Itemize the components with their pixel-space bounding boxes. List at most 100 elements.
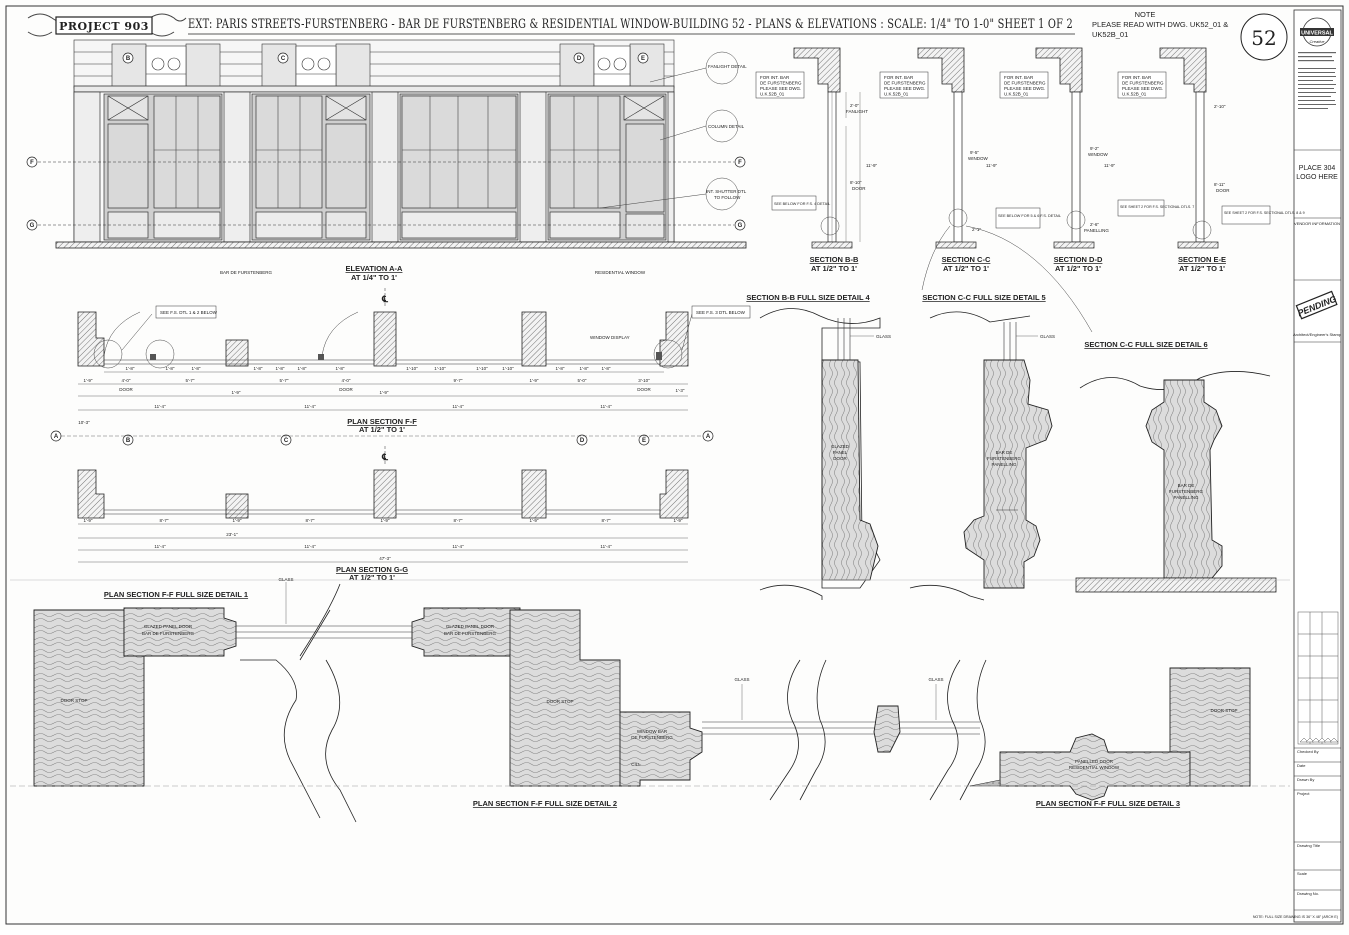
stamp-caption: Architect/Engineer's Stamp bbox=[1293, 332, 1342, 337]
sheet-title: EXT: PARIS STREETS-FURSTENBERG - BAR DE … bbox=[188, 17, 1073, 32]
marker-e: E bbox=[641, 56, 645, 62]
plan-ff-dim-top-7: 1'-8" bbox=[336, 366, 345, 371]
plan-gg-dim-top-7: 1'-9" bbox=[530, 518, 539, 523]
section-e-scale: AT 1/2" TO 1' bbox=[1179, 264, 1225, 273]
section-c-note-3: PLEASE SEE DWG. bbox=[884, 86, 925, 91]
plan-gg-dim-top-1: 1'-9" bbox=[84, 518, 93, 523]
plan-ff-scale: AT 1/2" TO 1' bbox=[359, 425, 405, 434]
plan-mark-a-right: A bbox=[706, 434, 711, 440]
section-d-below: SEE SHEET 2 FOR F.S. SECTIONAL DTLS. 7 bbox=[1120, 205, 1194, 209]
full-size-detail-4: SECTION B-B FULL SIZE DETAIL 4 GLASS GLA… bbox=[746, 293, 891, 600]
section-d-d: FOR INT. BAR DE FURSTENBERG PLEASE SEE D… bbox=[999, 47, 1194, 273]
section-e-dim-2: 8'-11" bbox=[1214, 182, 1226, 187]
plan-ff-dim-mid-7: 1'-9" bbox=[530, 378, 539, 383]
fs-detail-2-window-2: DE FURSTENBERG bbox=[631, 735, 673, 740]
plan-ff-dim-mid-10: 1'-3" bbox=[676, 388, 685, 393]
section-b-note-2: DE FURSTENBERG bbox=[760, 81, 802, 86]
elevation-a-a: B C D E F F G G FANLIGHT DETAIL COLUMN D… bbox=[26, 39, 747, 282]
plan-ff-dim-mid-1: 1'-9" bbox=[84, 378, 93, 383]
note-line-1: PLEASE READ WITH DWG. UK52_01 & bbox=[1092, 20, 1228, 29]
note-heading: NOTE bbox=[1135, 10, 1156, 19]
drawn-by-label: Drawn By bbox=[1297, 777, 1314, 782]
plan-ff-title: PLAN SECTION F-F bbox=[347, 417, 417, 426]
section-d-dim-1-label: WINDOW bbox=[1088, 152, 1108, 157]
plan-mark-d: D bbox=[580, 438, 585, 444]
marker-f-right: F bbox=[738, 160, 742, 166]
section-e-dim-1: 2'-10" bbox=[1214, 104, 1226, 109]
plan-ff-window-display: WINDOW DISPLAY bbox=[590, 335, 630, 340]
callout-shutter-1: INT. SHUTTER DTL bbox=[706, 189, 747, 194]
marker-d: D bbox=[577, 56, 582, 62]
section-b-dim-3: 11'-9" bbox=[866, 163, 878, 168]
plan-ff-dim-low-2: 1'-9" bbox=[232, 390, 241, 395]
plan-gg-dim-top-6: 8'-7" bbox=[454, 518, 463, 523]
plan-section-f-f: SEE F.S. DTL 1 & 2 BELOW SEE F.S. 3 DTL … bbox=[50, 288, 751, 446]
fs-detail-6-label-2: FURSTENBERG bbox=[1169, 489, 1204, 494]
plan-gg-total-4: 11'-4" bbox=[600, 544, 612, 549]
fs-detail-2-glass: GLASS bbox=[734, 677, 749, 682]
section-c-title: SECTION C-C bbox=[942, 255, 991, 264]
plan-ff-door-right: DOOR bbox=[637, 387, 651, 392]
sheet-border bbox=[5, 5, 1344, 925]
section-b-below: SEE BELOW FOR F.S. 4 DETAIL bbox=[774, 202, 830, 206]
plan-ff-total-4: 11'-4" bbox=[600, 404, 612, 409]
section-c-note-2: DE FURSTENBERG bbox=[884, 81, 926, 86]
plan-section-g-g: ℄ 1'-9" 8'-7" 1'-9" 8'-7" 1'-9" 8'-7" 1'… bbox=[77, 446, 689, 582]
section-b-dim-2: 8'-10" bbox=[850, 180, 862, 185]
full-size-detail-5: SECTION C-C FULL SIZE DETAIL 5 GLASS BAR… bbox=[909, 293, 1055, 601]
plan-ff-dim-top-2: 1'-8" bbox=[166, 366, 175, 371]
plan-ff-dim-top-11: 1'-10" bbox=[502, 366, 514, 371]
plan-gg-total-3: 11'-4" bbox=[452, 544, 464, 549]
plan-ff-dim-mid-8: 5'-0" bbox=[578, 378, 587, 383]
marker-f-left: F bbox=[30, 160, 34, 166]
fs-detail-6-title: SECTION C-C FULL SIZE DETAIL 6 bbox=[1084, 340, 1207, 349]
section-b-title: SECTION B-B bbox=[810, 255, 859, 264]
plan-ff-dim-top-1: 1'-8" bbox=[126, 366, 135, 371]
fs-detail-3-title: PLAN SECTION F-F FULL SIZE DETAIL 3 bbox=[1036, 799, 1180, 808]
note-line-2: UK52B_01 bbox=[1092, 30, 1128, 39]
plan-gg-dim-top-9: 1'-9" bbox=[674, 518, 683, 523]
fs-detail-1-panel-b2: BAR DE FURSTENBERG bbox=[444, 631, 497, 636]
section-d-dim-1: 9'-2" bbox=[1090, 146, 1099, 151]
drawing-no-label: Drawing No. bbox=[1297, 891, 1319, 896]
checked-by-label: Checked By bbox=[1297, 749, 1319, 754]
plan-gg-title: PLAN SECTION G-G bbox=[336, 565, 408, 574]
caption-bar-de-furstenberg: BAR DE FURSTENBERG bbox=[220, 270, 273, 275]
section-d-note-3: PLEASE SEE DWG. bbox=[1004, 86, 1045, 91]
date-label: Date bbox=[1297, 763, 1306, 768]
plan-gg-dim-mid-1: 23'-1" bbox=[226, 532, 238, 537]
plan-gg-dim-top-8: 8'-7" bbox=[602, 518, 611, 523]
fs-detail-4-label-3: DOOR bbox=[833, 456, 847, 461]
section-e-note-2: DE FURSTENBERG bbox=[1122, 81, 1164, 86]
plan-ff-dim-top-4: 1'-8" bbox=[254, 366, 263, 371]
project-number: PROJECT 903 bbox=[59, 20, 149, 33]
fs-detail-5-title: SECTION C-C FULL SIZE DETAIL 5 bbox=[922, 293, 1045, 302]
plan-gg-scale: AT 1/2" TO 1' bbox=[349, 573, 395, 582]
callout-column: COLUMN DETAIL bbox=[708, 124, 745, 129]
section-e-below: SEE SHEET 2 FOR F.S. SECTIONAL DTLS. 8 &… bbox=[1224, 211, 1305, 215]
project-badge: PROJECT 903 bbox=[27, 13, 187, 37]
section-c-dim-2: 2'-1" bbox=[972, 227, 981, 232]
fs-detail-4-glass: GLASS bbox=[876, 334, 891, 339]
plan-ff-dim-low-1: 10'-3" bbox=[78, 420, 90, 425]
section-e-note-1: FOR INT. BAR bbox=[1122, 75, 1152, 80]
plan-ff-dim-top-12: 1'-8" bbox=[556, 366, 565, 371]
plan-ff-dim-mid-4: 5'-7" bbox=[280, 378, 289, 383]
section-e-note-3: PLEASE SEE DWG. bbox=[1122, 86, 1163, 91]
section-d-dim-2-label: PANELLING bbox=[1084, 228, 1109, 233]
section-c-scale: AT 1/2" TO 1' bbox=[943, 264, 989, 273]
callout-shutter-2: TO FOLLOW bbox=[714, 195, 741, 200]
marker-c: C bbox=[281, 56, 286, 62]
fs-detail-2-window-1: WINDOW BAR bbox=[637, 729, 668, 734]
fs-detail-4-label-1: GLAZED bbox=[831, 444, 850, 449]
plan-ff-dim-top-9: 1'-10" bbox=[434, 366, 446, 371]
full-size-detail-2: GLASS DOOR STOP WINDOW BAR DE FURSTENBER… bbox=[473, 609, 980, 808]
storefront bbox=[73, 91, 675, 243]
plan-mark-b: B bbox=[126, 438, 131, 444]
section-b-note-3: PLEASE SEE DWG. bbox=[760, 86, 801, 91]
project-label: Project bbox=[1297, 791, 1310, 796]
plan-mark-c: C bbox=[284, 438, 289, 444]
section-b-b: FOR INT. BAR DE FURSTENBERG PLEASE SEE D… bbox=[755, 47, 878, 273]
plan-ff-dim-top-10: 1'-10" bbox=[476, 366, 488, 371]
building-number: 52 bbox=[1251, 26, 1276, 50]
